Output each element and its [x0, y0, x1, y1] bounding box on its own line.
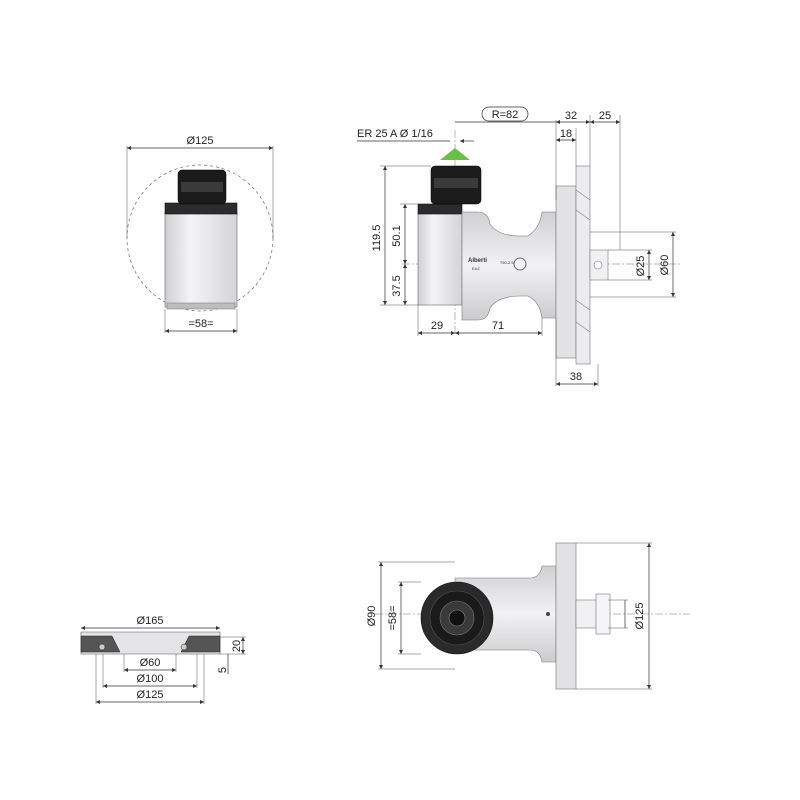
collet-nut-band — [181, 182, 223, 192]
brand-sub-label: EAZ — [472, 266, 480, 271]
dim-37-5-label: 37.5 — [391, 275, 403, 296]
model-label: 750-2.5 — [500, 260, 514, 265]
housing-port — [513, 257, 527, 271]
dim-18-label: 18 — [560, 128, 572, 140]
dim-dia125-label: Ø125 — [187, 135, 214, 147]
dim-dia125-label: Ø125 — [634, 603, 646, 630]
dim-h5-label: 5 — [217, 667, 229, 673]
shaft-step — [595, 593, 611, 635]
radius-callout-box — [481, 106, 529, 122]
dim-25-label: 25 — [599, 110, 611, 122]
dim-dia60-label: Ø60 — [140, 657, 161, 669]
dim-71-label: 71 — [492, 320, 504, 332]
mount-flange — [555, 542, 577, 690]
tool-body — [164, 211, 238, 308]
bottom-right-view: Ø90 =58= Ø125 — [366, 542, 690, 690]
plate-step-top — [575, 189, 591, 333]
collet-spec-label: ER 25 A Ø 1/16 — [357, 128, 433, 140]
dim-dia60-label: Ø60 — [659, 255, 671, 276]
bottom-left-view: Ø165 Ø60 Ø100 Ø125 20 5 — [80, 615, 246, 705]
bolt-hole-left — [98, 643, 106, 651]
dim-dia125-label: Ø125 — [137, 689, 164, 701]
collet-nut-band — [434, 178, 478, 188]
dim-h20-label: 20 — [231, 640, 243, 652]
body-bottom-edge — [166, 302, 236, 310]
dim-32-label: 32 — [565, 110, 577, 122]
dim-dia165-label: Ø165 — [137, 615, 164, 627]
dim-dia90-label: Ø90 — [366, 606, 378, 627]
dim-29-label: 29 — [431, 320, 443, 332]
front-block — [417, 211, 463, 306]
spindle-bore — [448, 609, 466, 627]
mount-flange — [555, 185, 577, 359]
dim-38-label: 38 — [570, 371, 582, 383]
dim-119-5-label: 119.5 — [371, 225, 383, 252]
body-top-ring — [164, 202, 238, 215]
dim-50-1-label: 50.1 — [391, 225, 403, 246]
top-left-view: Ø125 =58= — [126, 135, 274, 334]
spindle-direction-arrow — [440, 148, 470, 160]
mount-plate — [575, 165, 591, 365]
brand-label: Alberti — [468, 258, 487, 264]
front-top-ring — [417, 203, 463, 215]
top-right-view: Alberti EAZ 750-2.5 ER 25 A Ø 1/16 R=82 … — [357, 106, 680, 387]
bolt-hole-right — [180, 643, 188, 651]
housing-screw — [546, 612, 550, 616]
shaft-pin — [593, 260, 603, 270]
dim-width58-label: =58= — [188, 318, 213, 330]
radius-label: R=82 — [492, 109, 519, 121]
dim-dia25-label: Ø25 — [635, 256, 647, 277]
dim-width58-label: =58= — [387, 605, 399, 630]
dim-dia100-label: Ø100 — [137, 673, 164, 685]
